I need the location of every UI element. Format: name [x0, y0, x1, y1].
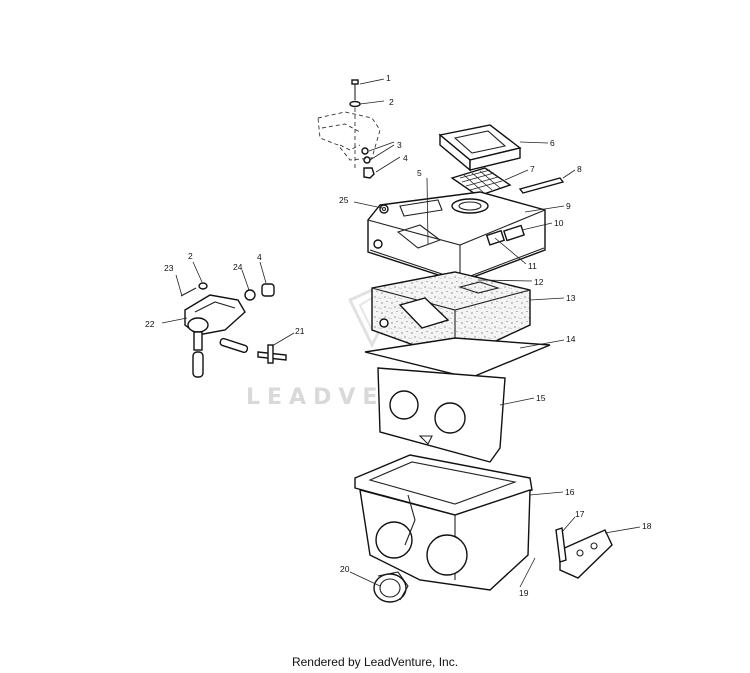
- leader-lines: [161, 78, 641, 588]
- separator-plate-15: [377, 367, 506, 463]
- bracket-17-18-19: [555, 527, 613, 579]
- footer-credit: Rendered by LeadVenture, Inc.: [291, 655, 459, 669]
- gasket-14: [364, 337, 551, 379]
- callout-19: 19: [519, 588, 529, 598]
- callout-18: 18: [642, 521, 652, 531]
- callout-24: 24: [233, 262, 243, 272]
- filter-frame-6: [438, 124, 522, 172]
- foam-pad-13: [371, 271, 531, 361]
- callout-15: 15: [536, 393, 546, 403]
- callout-13: 13: [566, 293, 576, 303]
- callout-labels: 1 2 3 4 5 6 7 8 9 10 11 12 13 14 15 16 1…: [145, 73, 652, 598]
- callout-10: 10: [554, 218, 564, 228]
- callout-11: 11: [528, 261, 537, 271]
- callout-25: 25: [339, 195, 349, 205]
- callout-22: 22: [145, 319, 155, 329]
- callout-12: 12: [534, 277, 544, 287]
- callout-4: 4: [403, 153, 408, 163]
- callout-7: 7: [530, 164, 535, 174]
- callout-6: 6: [550, 138, 555, 148]
- intake-boot-20: [373, 571, 409, 603]
- callout-23: 23: [164, 263, 174, 273]
- air-box-lower-16: [354, 454, 533, 591]
- breather-assembly: [180, 282, 287, 378]
- air-box-cover: [367, 191, 546, 283]
- callout-5: 5: [417, 168, 422, 178]
- callout-17: 17: [575, 509, 585, 519]
- callout-4-left: 4: [257, 252, 262, 262]
- callout-16: 16: [565, 487, 575, 497]
- callout-2-left: 2: [188, 251, 193, 261]
- callout-8: 8: [577, 164, 582, 174]
- callout-9: 9: [566, 201, 571, 211]
- callout-21: 21: [295, 326, 305, 336]
- mounting-bracket-ghost: [317, 111, 381, 161]
- strip-8: [518, 177, 565, 194]
- callout-1: 1: [386, 73, 391, 83]
- screen-7: [450, 167, 512, 197]
- callout-14: 14: [566, 334, 576, 344]
- bolt-assembly-top: [349, 79, 375, 179]
- callout-20: 20: [340, 564, 350, 574]
- callout-2: 2: [389, 97, 394, 107]
- callout-3: 3: [397, 140, 402, 150]
